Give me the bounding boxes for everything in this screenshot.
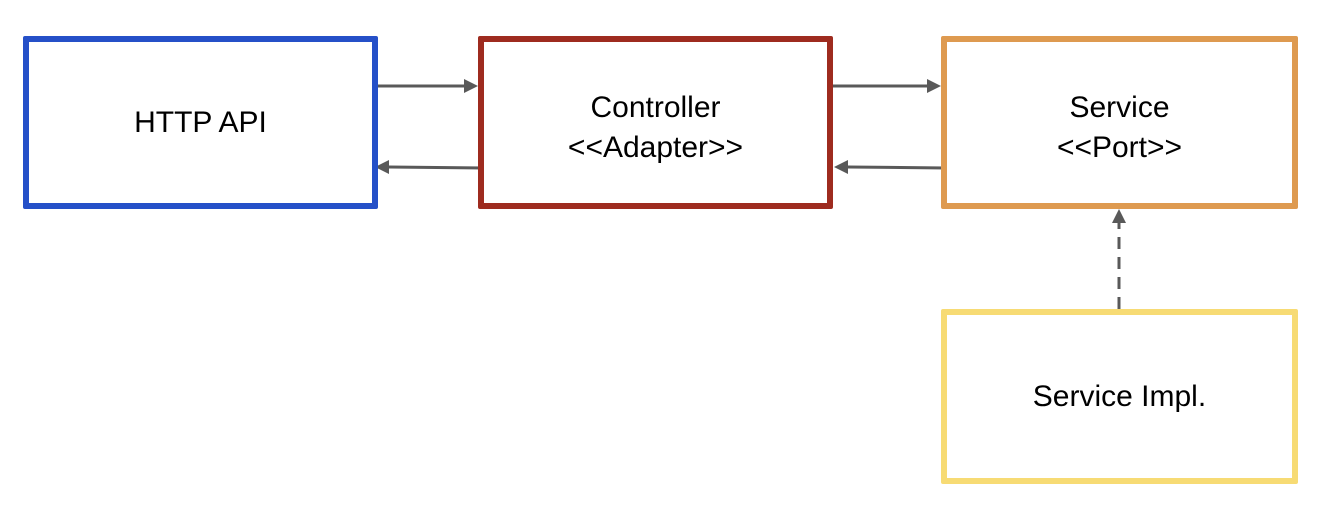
arrowhead-icon xyxy=(1112,209,1126,223)
arrowhead-icon xyxy=(375,160,389,174)
service-stereotype-label: <<Port>> xyxy=(1056,131,1183,164)
controller-adapter-node: Controller <<Adapter>> xyxy=(478,36,833,209)
edge-service-to-controller xyxy=(847,165,947,170)
edge-controller-to-http-api xyxy=(388,165,485,170)
http-api-node: HTTP API xyxy=(23,36,378,209)
arrowhead-icon xyxy=(464,79,478,93)
controller-stereotype-label: <<Adapter>> xyxy=(567,131,744,164)
service-impl-node: Service Impl. xyxy=(941,309,1298,484)
service-label: Service xyxy=(1069,91,1170,124)
arrowhead-icon xyxy=(834,160,848,174)
controller-label: Controller xyxy=(590,91,721,124)
service-port-node: Service <<Port>> xyxy=(941,36,1298,209)
arrowhead-icon xyxy=(927,79,941,93)
service-impl-label: Service Impl. xyxy=(1032,379,1207,413)
http-api-label: HTTP API xyxy=(134,105,267,139)
